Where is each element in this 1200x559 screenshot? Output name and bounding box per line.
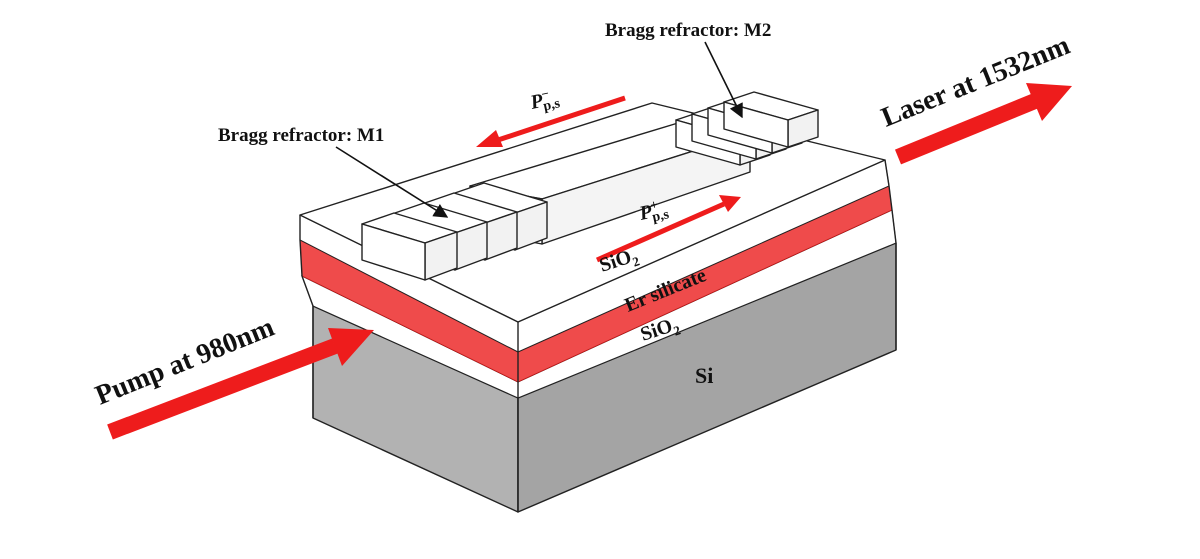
bragg-grating-m2 [675,91,819,166]
laser-output-arrow [894,83,1072,165]
forward-power-label: P+p,s [636,194,671,228]
backward-power-label: P−p,s [527,83,562,117]
bragg-grating-m1 [361,182,548,281]
backward-power-arrow [476,95,626,147]
m1-pointer-line [335,146,449,218]
m2-pointer-line [704,41,743,119]
pump-arrow [107,328,374,440]
si-label: Si [695,363,713,388]
bragg-m1-label: Bragg refractor: M1 [218,125,384,146]
bragg-m2-label: Bragg refractor: M2 [605,20,771,41]
forward-power-arrow [595,195,741,263]
